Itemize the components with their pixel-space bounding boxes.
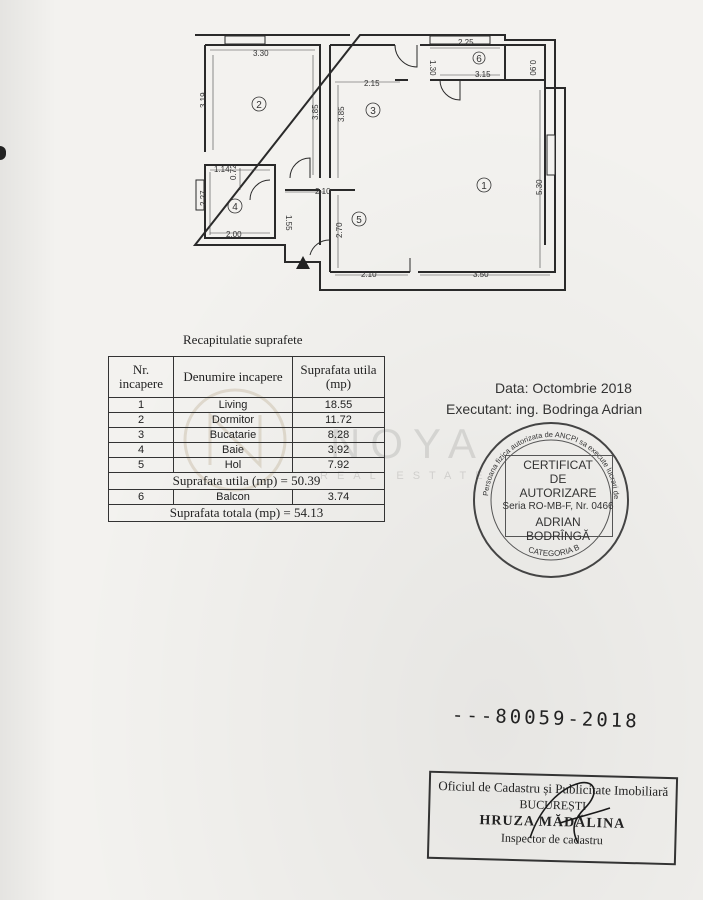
- column-header: Denumire incapere: [173, 356, 293, 398]
- cell-area: 11.72: [292, 412, 385, 428]
- dim-label: 3.19: [199, 92, 208, 108]
- dim-label: 1.14: [214, 165, 230, 174]
- dim-label: 1.30: [428, 60, 437, 76]
- cell-name: Baie: [173, 442, 293, 458]
- dim-label: 2.27: [199, 190, 208, 206]
- dim-label: 2.70: [335, 222, 344, 238]
- recap-table: Nr. incapere Denumire incapere Suprafata…: [108, 356, 385, 522]
- cell-name: Dormitor: [173, 412, 293, 428]
- dim-label: 2.15: [364, 79, 380, 88]
- room-number: 1: [481, 181, 487, 192]
- cell-nr: 3: [108, 427, 174, 443]
- table-header-row: Nr. incapere Denumire incapere Suprafata…: [108, 356, 385, 398]
- dim-label: 3.15: [475, 70, 491, 79]
- stamp-name: ADRIAN: [535, 515, 581, 529]
- stamp-text: DE: [549, 472, 567, 486]
- table-row: 5 Hol 7.92: [108, 457, 385, 473]
- room-number: 4: [232, 202, 238, 213]
- dim-label: 0.90: [528, 60, 537, 76]
- table-row: Suprafata totala (mp) = 54.13: [108, 504, 385, 522]
- dim-label: 3.30: [253, 49, 269, 58]
- dim-label: 5.30: [535, 179, 544, 195]
- cell-area: 7.92: [292, 457, 385, 473]
- dim-label: 2.00: [226, 230, 242, 239]
- dim-label: 3.85: [337, 106, 346, 122]
- table-row: 2 Dormitor 11.72: [108, 412, 385, 428]
- dim-label: 2.10: [315, 187, 331, 196]
- cell-nr: 5: [108, 457, 174, 473]
- stamp-series: Seria RO-MB-F, Nr. 0466: [502, 501, 614, 512]
- authorization-stamp: Persoana fizica autorizata de ANCPI sa e…: [470, 420, 629, 578]
- cell-name: Bucatarie: [173, 427, 293, 443]
- table-row: 4 Baie 3.92: [108, 442, 385, 458]
- room-number: 3: [370, 106, 376, 117]
- cell-area: 3.74: [292, 489, 385, 505]
- cell-nr: 1: [108, 397, 174, 413]
- stamp-text: CERTIFICAT: [523, 458, 593, 472]
- useful-total: Suprafata utila (mp) = 50.39: [108, 472, 385, 490]
- cell-name: Balcon: [173, 489, 293, 505]
- binder-hole: [0, 146, 6, 160]
- dim-label: 3.85: [311, 104, 320, 120]
- executant: Executant: ing. Bodringa Adrian: [446, 401, 643, 417]
- cell-nr: 4: [108, 442, 174, 458]
- cell-area: 18.55: [292, 397, 385, 413]
- dim-label: 1.55: [284, 215, 293, 231]
- table-row: Suprafata utila (mp) = 50.39: [108, 472, 385, 490]
- cell-name: Hol: [173, 457, 293, 473]
- table-row: 1 Living 18.55: [108, 397, 385, 413]
- stamp-inner-box: [505, 455, 613, 537]
- column-header: Suprafata utila (mp): [292, 356, 385, 398]
- document-date: Data: Octombrie 2018: [495, 380, 632, 396]
- dim-label: 3.50: [473, 270, 489, 279]
- cell-name: Living: [173, 397, 293, 413]
- column-header: Nr. incapere: [108, 356, 174, 398]
- stamp-text: AUTORIZARE: [519, 486, 597, 500]
- signature: [529, 781, 611, 844]
- recap-title: Recapitulatie suprafete: [183, 332, 303, 347]
- north-arrow-icon: [296, 256, 310, 269]
- dim-label: 0.72: [229, 164, 238, 180]
- cell-area: 8.28: [292, 427, 385, 443]
- cell-nr: 2: [108, 412, 174, 428]
- stamp-name: BODRÎNGĂ: [525, 529, 590, 543]
- table-row: 6 Balcon 3.74: [108, 489, 385, 505]
- room-number: 6: [476, 54, 482, 65]
- cell-area: 3.92: [292, 442, 385, 458]
- cell-nr: 6: [108, 489, 174, 505]
- table-row: 3 Bucatarie 8.28: [108, 427, 385, 443]
- grand-total: Suprafata totala (mp) = 54.13: [108, 504, 385, 522]
- dim-label: 2.10: [361, 270, 377, 279]
- dim-label: 2.25: [458, 38, 474, 47]
- room-number: 2: [256, 100, 262, 111]
- room-number: 5: [356, 215, 362, 226]
- floor-plan: 3.30 2.25 1.30 0.90 3.15 2.15 3.19 3.85 …: [192, 34, 566, 291]
